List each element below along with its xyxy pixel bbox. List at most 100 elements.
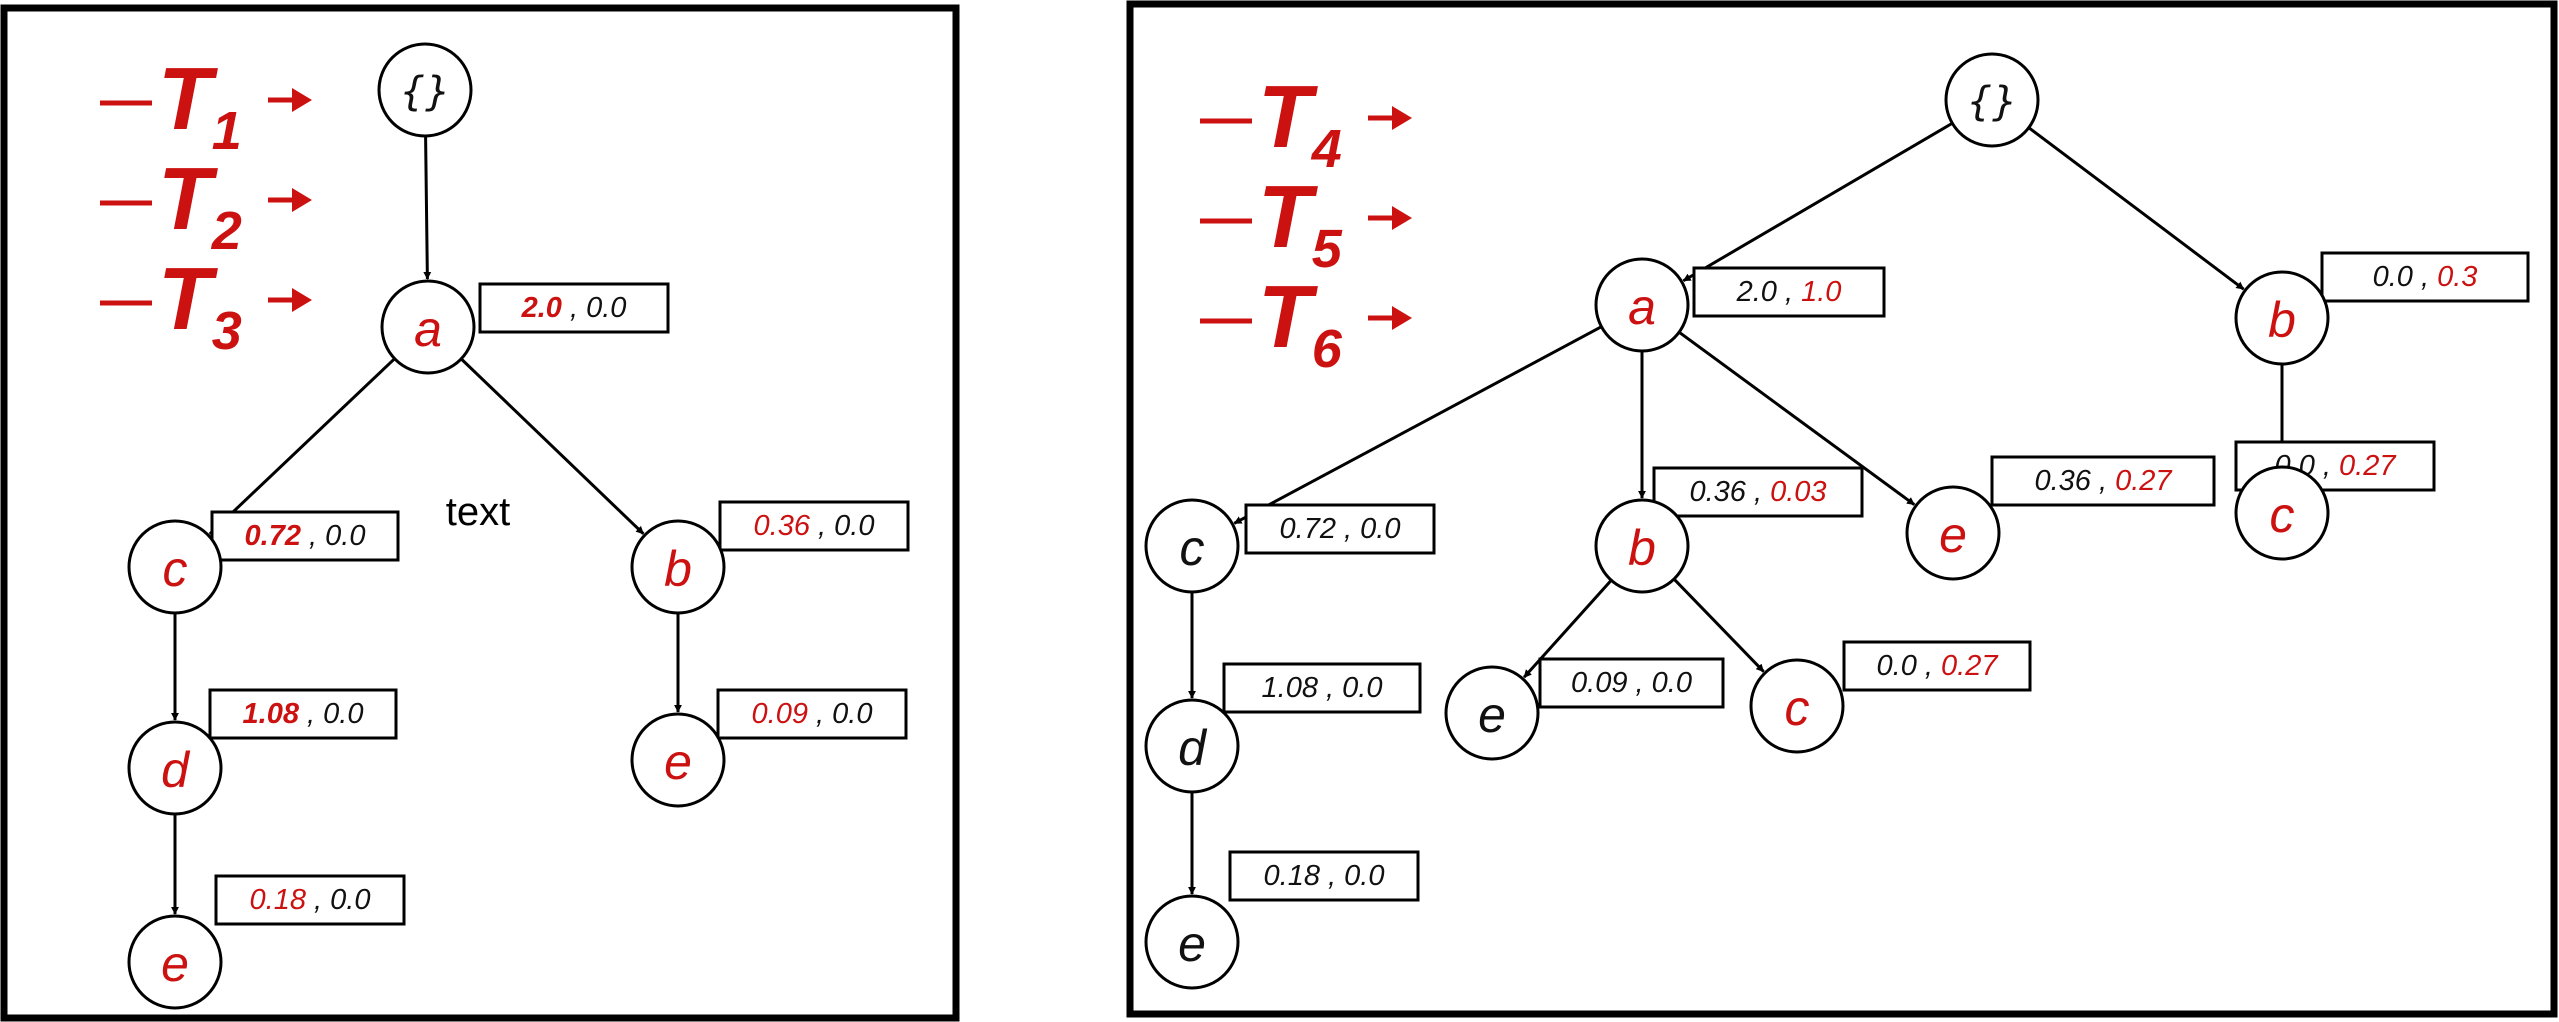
value-box-text: 1.08 , 0.0 <box>1262 672 1383 704</box>
node-label-e: e <box>1478 687 1506 743</box>
value-box-frame <box>1842 640 2032 692</box>
value-box-text: 0.18 , 0.0 <box>1264 860 1385 892</box>
left-node-L5: e <box>630 712 726 808</box>
value-second: 0.0 <box>325 520 365 552</box>
right-node-R3: c <box>1144 498 1240 594</box>
left-transaction-3: T3 <box>100 249 312 361</box>
text-annotation: text <box>446 490 510 534</box>
left-node-L0: {} <box>377 42 473 138</box>
value-second: 0.0 <box>1342 672 1382 704</box>
value-box-text: 0.0 , 0.3 <box>2373 261 2478 293</box>
node-circle <box>380 279 476 375</box>
left-value-box-L4: 1.08 , 0.0 <box>208 688 398 740</box>
right-value-box-R3: 0.72 , 0.0 <box>1244 503 1436 555</box>
right-node-R8: e <box>1444 665 1540 761</box>
node-label-d: d <box>1178 720 1208 776</box>
right-node-R1: a <box>1594 257 1690 353</box>
right-node-R0: {} <box>1944 52 2040 148</box>
node-label-b: b <box>2268 292 2296 348</box>
value-separator: , <box>1627 667 1651 699</box>
right-node-R6: c <box>2234 465 2330 561</box>
value-first: 1.08 <box>1262 672 1318 704</box>
node-circle <box>630 712 726 808</box>
value-box-frame <box>208 688 398 740</box>
value-box-frame <box>716 688 908 740</box>
value-separator: , <box>808 698 832 730</box>
left-value-box-L1: 2.0 , 0.0 <box>478 282 670 334</box>
node-circle <box>2234 465 2330 561</box>
value-separator: , <box>1917 650 1941 682</box>
left-node-L3: b <box>630 519 726 615</box>
transaction-subscript: 6 <box>1312 319 1343 379</box>
right-value-box-R8: 0.09 , 0.0 <box>1538 657 1725 709</box>
right-node-R2: b <box>2234 270 2330 366</box>
transaction-arrow-head <box>1392 306 1412 330</box>
value-box-text: 0.36 , 0.0 <box>754 510 875 542</box>
right-value-box-R9: 0.0 , 0.27 <box>1842 640 2032 692</box>
transaction-label: T4 <box>1258 67 1342 179</box>
right-node-R4: b <box>1594 498 1690 594</box>
node-circle <box>127 519 223 615</box>
value-box-text: 0.72 , 0.0 <box>245 520 366 552</box>
value-second: 0.03 <box>1770 476 1826 508</box>
node-circle <box>1905 485 2001 581</box>
left-edge-L0-L1 <box>423 135 432 280</box>
transaction-label: T6 <box>1258 267 1343 379</box>
left-node-L6: e <box>127 914 223 1010</box>
left-value-box-L5: 0.09 , 0.0 <box>716 688 908 740</box>
value-separator: , <box>1320 860 1344 892</box>
value-second: 0.27 <box>1941 650 1999 682</box>
value-separator: , <box>299 698 323 730</box>
right-value-box-R7: 1.08 , 0.0 <box>1222 662 1422 714</box>
node-label-e: e <box>161 936 189 992</box>
node-label-e: e <box>1178 916 1206 972</box>
value-separator: , <box>1777 276 1801 308</box>
value-box-text: 0.18 , 0.0 <box>250 884 371 916</box>
right-node-R9: c <box>1749 658 1845 754</box>
transaction-subscript: 1 <box>212 101 242 161</box>
right-edge-R0-R2 <box>2027 126 2245 291</box>
value-second: 0.0 <box>1652 667 1692 699</box>
value-first: 0.72 <box>1280 513 1336 545</box>
node-label-c: c <box>2270 487 2295 543</box>
value-separator: , <box>1318 672 1342 704</box>
node-circle <box>630 519 726 615</box>
node-label-a: a <box>1628 279 1656 335</box>
value-separator: , <box>301 520 325 552</box>
left-node-L1: a <box>380 279 476 375</box>
right-value-box-R2: 0.0 , 0.3 <box>2320 251 2530 303</box>
value-box-text: 2.0 , 1.0 <box>1736 276 1842 308</box>
value-separator: , <box>306 884 330 916</box>
transaction-arrow-head <box>292 188 312 212</box>
transaction-label: T2 <box>158 149 242 261</box>
value-first: 0.36 <box>2034 465 2091 497</box>
value-second: 0.0 <box>834 510 874 542</box>
value-first: 0.0 <box>2373 261 2413 293</box>
right-edge-R0-R1 <box>1682 121 1954 283</box>
value-first: 2.0 <box>521 292 562 324</box>
value-first: 0.36 <box>1689 476 1746 508</box>
value-second: 0.27 <box>2339 450 2397 482</box>
transaction-subscript: 3 <box>212 301 242 361</box>
transaction-subscript: 5 <box>1312 219 1343 279</box>
value-first: 1.08 <box>243 698 300 730</box>
value-box-frame <box>718 500 910 552</box>
transaction-label: T3 <box>158 249 242 361</box>
value-box-text: 0.36 , 0.03 <box>1689 476 1826 508</box>
node-label-b: b <box>1628 520 1656 576</box>
value-separator: , <box>2413 261 2437 293</box>
right-node-R5: e <box>1905 485 2001 581</box>
left-value-box-L2: 0.72 , 0.0 <box>210 510 400 562</box>
right-transaction-5: T5 <box>1200 167 1412 279</box>
right-node-R7: d <box>1144 698 1240 794</box>
transaction-subscript: 2 <box>211 201 242 261</box>
left-transaction-2: T2 <box>100 149 312 261</box>
left-value-box-L3: 0.36 , 0.0 <box>718 500 910 552</box>
left-node-L2: c <box>127 519 223 615</box>
edges-layer <box>171 121 2286 915</box>
value-first: 0.18 <box>250 884 306 916</box>
value-box-frame <box>1692 266 1886 318</box>
right-transaction-4: T4 <box>1200 67 1412 179</box>
